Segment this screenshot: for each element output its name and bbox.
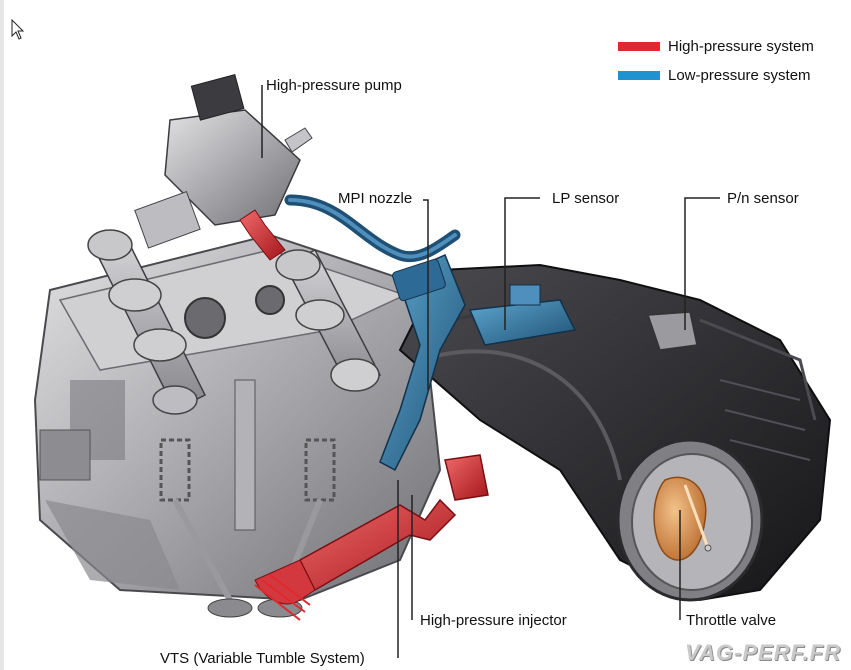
low-pressure-hose bbox=[284, 194, 461, 262]
high-pressure-pump bbox=[134, 74, 313, 249]
label-vts: VTS (Variable Tumble System) bbox=[160, 650, 365, 667]
label-mpi-nozzle: MPI nozzle bbox=[338, 190, 413, 207]
legend-low-pressure: Low-pressure system bbox=[618, 67, 811, 84]
label-lp-sensor: LP sensor bbox=[552, 190, 620, 207]
callout-line-lp bbox=[504, 197, 540, 330]
mpi-nozzle bbox=[379, 253, 466, 472]
lp-sensor bbox=[468, 284, 577, 346]
legend-high-pressure-label: High-pressure system bbox=[668, 38, 814, 55]
legend-low-pressure-label: Low-pressure system bbox=[668, 67, 811, 84]
watermark-logo: VAG-PERF.FR bbox=[684, 640, 841, 665]
low-pressure-swatch bbox=[618, 71, 660, 80]
mouse-cursor-icon bbox=[11, 19, 25, 40]
label-pn-sensor: P/n sensor bbox=[727, 190, 799, 207]
callout-lines bbox=[261, 85, 720, 658]
legend-high-pressure: High-pressure system bbox=[618, 38, 814, 55]
intake-manifold bbox=[398, 263, 832, 602]
callout-line-mpi bbox=[423, 199, 429, 390]
high-pressure-line bbox=[239, 209, 286, 261]
callout-line-pn bbox=[684, 197, 720, 330]
left-border bbox=[0, 0, 4, 670]
high-pressure-injector bbox=[254, 454, 489, 621]
valves bbox=[159, 379, 336, 618]
label-throttle-valve: Throttle valve bbox=[686, 612, 777, 629]
camshafts bbox=[87, 229, 382, 415]
label-high-pressure-injector: High-pressure injector bbox=[420, 612, 567, 629]
label-high-pressure-pump: High-pressure pump bbox=[266, 77, 402, 94]
high-pressure-swatch bbox=[618, 42, 660, 51]
